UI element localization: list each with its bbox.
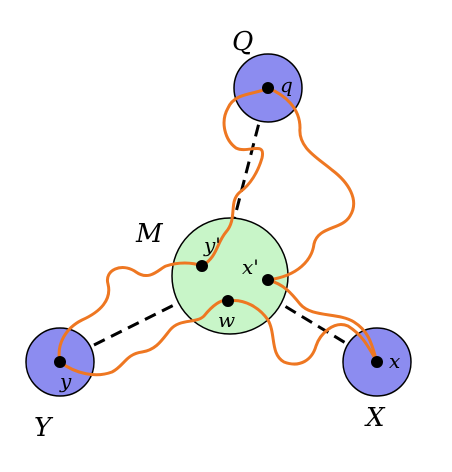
path-x-to-xprime xyxy=(266,278,379,364)
path-y-to-yprime xyxy=(57,261,204,364)
path-q-to-xprime xyxy=(266,86,356,282)
dot-icon-yprime xyxy=(196,260,208,272)
region-label-q: Q xyxy=(232,27,253,57)
point-label-x: x xyxy=(389,349,400,373)
point-label-xprime: x' xyxy=(242,255,259,279)
paths xyxy=(57,86,379,377)
dot-icon-w xyxy=(222,295,234,307)
point-label-y: y xyxy=(59,369,72,393)
region-label-y: Y xyxy=(34,413,54,443)
region-label-x: X xyxy=(364,403,386,433)
point-label-w: w xyxy=(218,308,235,332)
path-q-to-yprime xyxy=(200,86,270,268)
points xyxy=(54,82,383,368)
dot-icon-q xyxy=(262,82,274,94)
point-label-q: q xyxy=(280,73,293,97)
dot-icon-x xyxy=(371,356,383,368)
path-x-to-w xyxy=(226,298,379,366)
regions xyxy=(25,53,412,397)
labels: Q q M y' x' w y Y x X xyxy=(34,27,400,443)
path-y-to-w xyxy=(58,298,230,377)
region-label-m: M xyxy=(135,219,164,249)
point-label-yprime: y' xyxy=(203,233,221,257)
dot-icon-xprime xyxy=(262,274,274,286)
dot-icon-y xyxy=(54,356,66,368)
